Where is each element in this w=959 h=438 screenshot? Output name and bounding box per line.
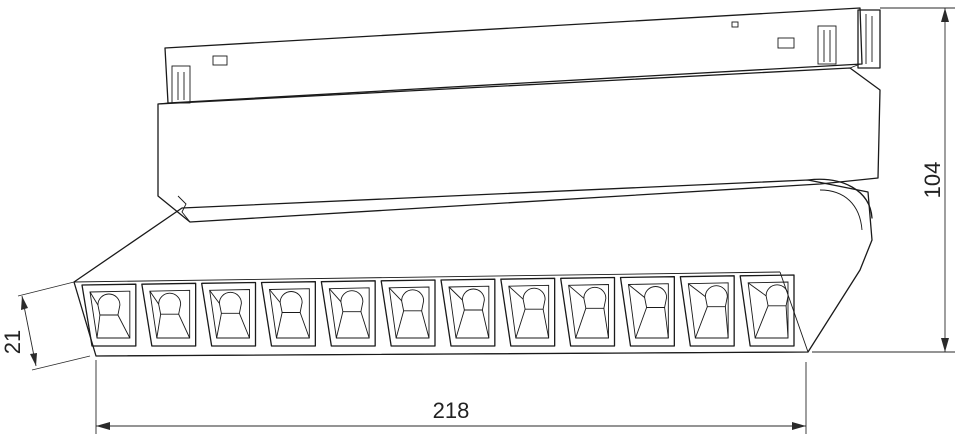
led-module-row	[81, 274, 795, 347]
track-adapter	[157, 7, 881, 223]
led-module	[81, 283, 137, 347]
right-clip	[817, 25, 837, 65]
end-connector	[857, 9, 881, 69]
height-label: 104	[920, 162, 945, 199]
slot-small	[731, 21, 739, 28]
led-module	[201, 281, 257, 347]
led-module	[260, 281, 316, 347]
led-module	[619, 276, 675, 347]
led-module	[679, 275, 735, 347]
led-module	[380, 279, 436, 347]
lamp-body	[73, 178, 873, 357]
led-module	[739, 274, 795, 347]
led-module	[320, 280, 376, 347]
led-module	[440, 278, 496, 347]
width-dimension: 218	[95, 360, 807, 434]
width-label: 218	[433, 398, 470, 423]
slot-left	[212, 55, 228, 66]
slot-right	[777, 37, 795, 49]
led-module	[500, 277, 556, 347]
led-module	[141, 282, 197, 347]
depth-dimension: 21	[0, 281, 91, 371]
depth-label: 21	[0, 330, 25, 354]
left-clip	[171, 65, 191, 104]
led-module	[560, 276, 616, 347]
height-dimension: 104	[812, 7, 955, 353]
